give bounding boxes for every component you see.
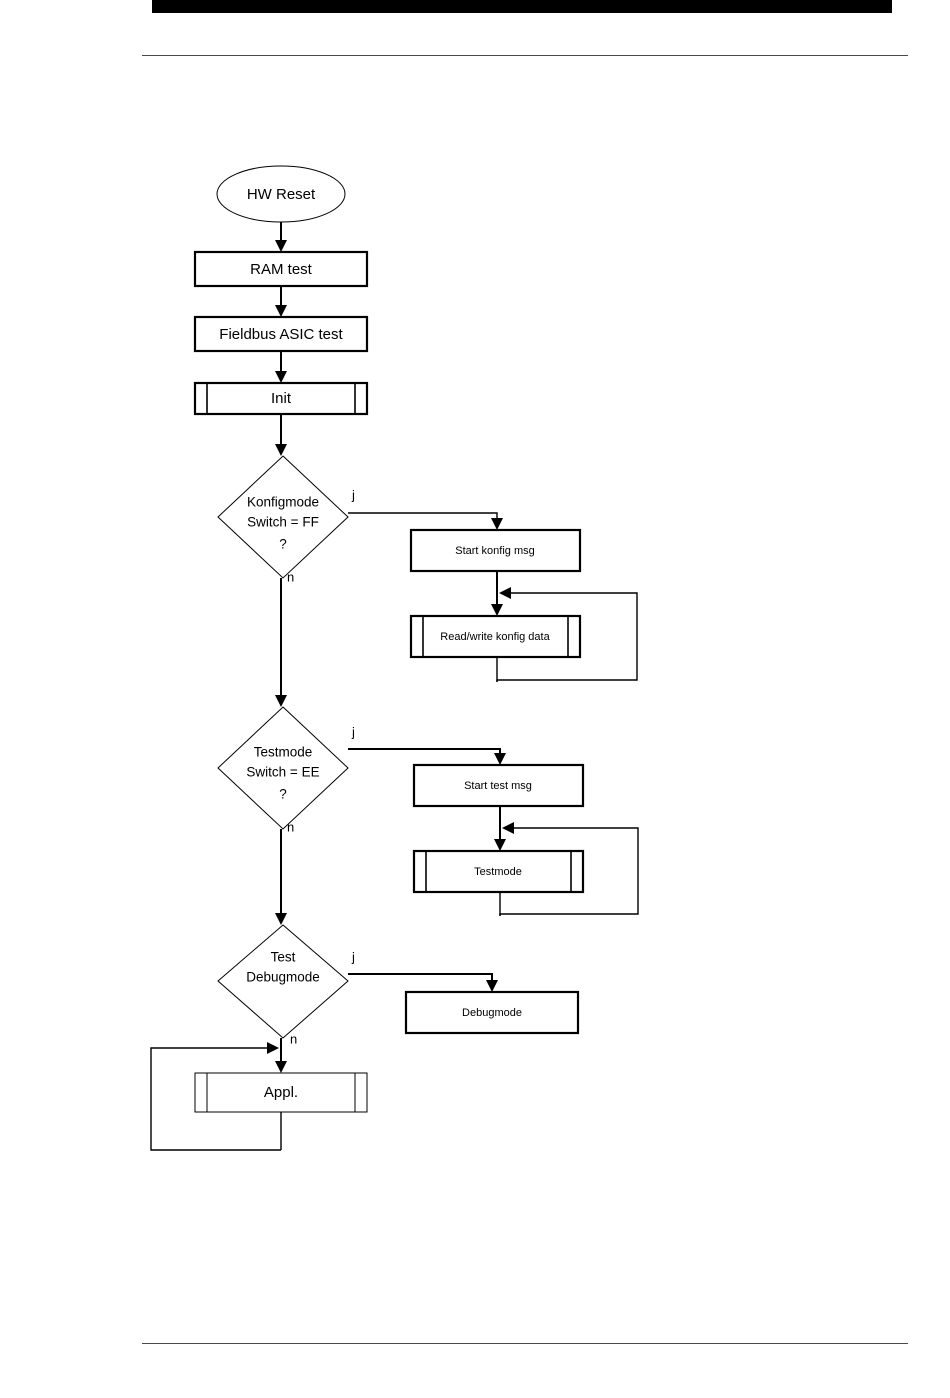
node-testmode-decision-line3: ?: [279, 787, 287, 802]
edge-label-debug-yes: j: [351, 949, 355, 964]
edge-label-konfig-no: n: [287, 569, 294, 584]
node-konfigmode-decision-line1: Konfigmode: [247, 495, 319, 510]
edge-init-to-konfig-decision: [275, 414, 287, 456]
node-debugmode-decision: Test Debugmode: [217, 924, 349, 1039]
node-testmode: Testmode: [412, 849, 585, 894]
node-start-test-msg-label: Start test msg: [464, 780, 532, 792]
node-konfigmode-decision: Konfigmode Switch = FF ?: [217, 455, 349, 579]
edge-label-testmode-no: n: [287, 819, 294, 834]
edge-label-konfig-yes: j: [351, 487, 355, 502]
edge-ram-to-fieldbus: [275, 286, 287, 317]
edge-testmode-yes-to-start-test-msg: [348, 748, 506, 765]
node-testmode-decision: Testmode Switch = EE ?: [217, 706, 349, 830]
edge-start-konfig-to-readwrite: [491, 571, 503, 616]
edge-appl-loop-return: [150, 1042, 281, 1151]
node-init: Init: [193, 381, 369, 416]
node-start-konfig-msg-label: Start konfig msg: [455, 545, 534, 557]
node-debugmode: Debugmode: [404, 990, 580, 1035]
edge-fieldbus-to-init: [275, 351, 287, 383]
header-black-bar: [152, 0, 892, 13]
edge-label-debug-no: n: [290, 1031, 297, 1046]
edge-start-test-msg-to-testmode: [494, 806, 506, 851]
node-read-write-konfig-data: Read/write konfig data: [409, 614, 582, 659]
node-init-label: Init: [271, 390, 292, 407]
node-appl-label: Appl.: [264, 1084, 298, 1101]
node-testmode-decision-line2: Switch = EE: [246, 765, 319, 780]
node-start-konfig-msg: Start konfig msg: [409, 528, 582, 573]
edge-konfig-no-to-testmode-decision: [275, 578, 287, 707]
node-ram-test-label: RAM test: [250, 261, 313, 278]
edge-debug-yes-to-debugmode: [348, 973, 498, 992]
node-konfigmode-decision-line2: Switch = FF: [247, 515, 319, 530]
node-appl: Appl.: [194, 1072, 368, 1113]
edge-testmode-no-to-debug-decision: [275, 829, 287, 925]
node-debugmode-decision-line1: Test: [271, 950, 296, 965]
node-fieldbus-asic-test-label: Fieldbus ASIC test: [219, 326, 343, 343]
footer-rule: [142, 1343, 908, 1344]
node-konfigmode-decision-line3: ?: [279, 537, 287, 552]
node-start-test-msg: Start test msg: [412, 763, 585, 808]
edge-label-testmode-yes: j: [351, 724, 355, 739]
node-debugmode-decision-line2: Debugmode: [246, 970, 320, 985]
header-rule: [142, 55, 908, 56]
edge-debug-no-to-appl: [275, 1038, 287, 1073]
node-testmode-label: Testmode: [474, 866, 522, 878]
node-fieldbus-asic-test: Fieldbus ASIC test: [193, 315, 369, 353]
node-ram-test: RAM test: [193, 250, 369, 288]
edge-konfig-yes-to-start-konfig-msg: [348, 512, 503, 530]
node-read-write-konfig-data-label: Read/write konfig data: [440, 631, 550, 643]
edge-start-to-ram-test: [275, 222, 287, 252]
node-hw-reset: HW Reset: [216, 165, 346, 223]
node-testmode-decision-line1: Testmode: [254, 745, 313, 760]
node-hw-reset-label: HW Reset: [247, 186, 316, 203]
node-debugmode-label: Debugmode: [462, 1007, 522, 1019]
